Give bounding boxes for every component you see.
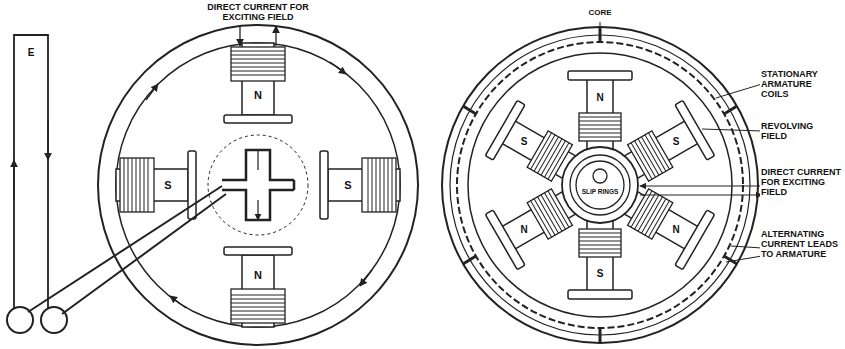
frame-inner (116, 43, 400, 327)
armature-coils (457, 42, 743, 328)
leader-line (716, 84, 762, 98)
pole-letter: S (596, 268, 605, 279)
part-name: REVOLVING FIELD (760, 122, 842, 142)
field-pole (320, 151, 400, 219)
current-arrow (47, 120, 48, 160)
pole-letter: N (671, 224, 680, 235)
circuit-letter: E (27, 47, 36, 58)
part-name: CORE (587, 9, 612, 18)
field-pole (224, 43, 292, 123)
shaft-lead (28, 186, 226, 314)
stator-outer (442, 27, 758, 343)
leader-line (600, 22, 601, 27)
rotor-hub (562, 147, 638, 223)
flux-arrow (360, 270, 372, 286)
part-name: DIRECT CURRENT FOR EXCITING FIELD (760, 168, 842, 198)
dc-lead (640, 194, 762, 195)
flux-arrow (170, 296, 186, 308)
armature-space (208, 135, 308, 235)
slip-ring (570, 155, 630, 215)
pole-letter: S (520, 136, 529, 147)
field-note: DIRECT CURRENT FOR EXCITING FIELD (196, 3, 320, 23)
part-name: SLIP RINGS (581, 188, 620, 195)
pole-letter: N (519, 224, 528, 235)
pole-letter: S (163, 179, 172, 191)
ac-lead (726, 246, 762, 262)
field-pole (568, 221, 632, 299)
dc-lead (640, 185, 762, 186)
current-arrow (257, 150, 258, 220)
pole-letter: S (672, 136, 681, 147)
slip-ring (576, 161, 624, 209)
flux-arrow (330, 62, 346, 74)
current-arrow (13, 160, 14, 200)
part-name: STATIONARY ARMATURE COILS (760, 70, 842, 100)
stator-core (450, 35, 750, 335)
part-name: ALTERNATING CURRENT LEADS TO ARMATURE (760, 230, 842, 260)
pole-letter: N (253, 269, 263, 281)
field-pole (568, 71, 632, 149)
flux-arrow (146, 84, 158, 100)
frame-outer (98, 25, 418, 345)
dc-lead (275, 26, 276, 46)
stator-inner (468, 53, 732, 317)
pole-letter: N (595, 92, 604, 103)
leader-line (702, 129, 762, 131)
dc-lead (239, 26, 240, 46)
external-circuit (14, 35, 48, 308)
shaft (593, 169, 607, 183)
pole-letter: S (343, 179, 352, 191)
armature-loop (222, 150, 294, 220)
pole-letter: N (253, 89, 263, 101)
coil-slot (463, 27, 737, 343)
field-pole (224, 247, 292, 327)
slip-ring (41, 307, 67, 333)
field-pole (116, 151, 196, 219)
